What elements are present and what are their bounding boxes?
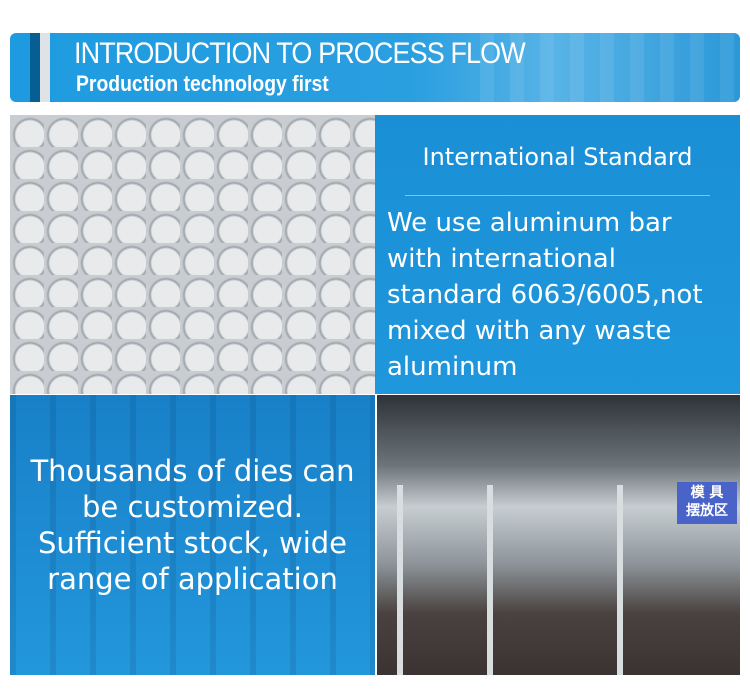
page-title: INTRODUCTION TO PROCESS FLOW	[74, 37, 526, 70]
header-banner: INTRODUCTION TO PROCESS FLOW Production …	[10, 33, 740, 102]
sign-line: 模 具	[690, 485, 724, 501]
dies-text: Thousands of dies can be customized. Suf…	[30, 454, 355, 596]
standard-text: We use aluminum bar with international s…	[387, 208, 703, 382]
accent-bar	[30, 33, 40, 102]
dies-panel: Thousands of dies can be customized. Suf…	[10, 395, 375, 675]
sign-line: 摆放区	[686, 503, 728, 519]
page-subtitle: Production technology first	[76, 71, 329, 96]
standard-heading: International Standard	[422, 143, 693, 171]
frame-post	[487, 485, 493, 675]
aluminum-bars-photo	[10, 115, 375, 394]
mold-storage-sign: 模 具 摆放区	[677, 482, 737, 524]
divider	[405, 195, 710, 196]
frame-post	[397, 485, 403, 675]
accent-bar-light	[40, 33, 50, 102]
international-standard-panel: International Standard We use aluminum b…	[375, 115, 740, 394]
city-background	[480, 33, 740, 102]
frame-post	[617, 485, 623, 675]
mold-storage-photo: 模 具 摆放区	[377, 395, 740, 675]
